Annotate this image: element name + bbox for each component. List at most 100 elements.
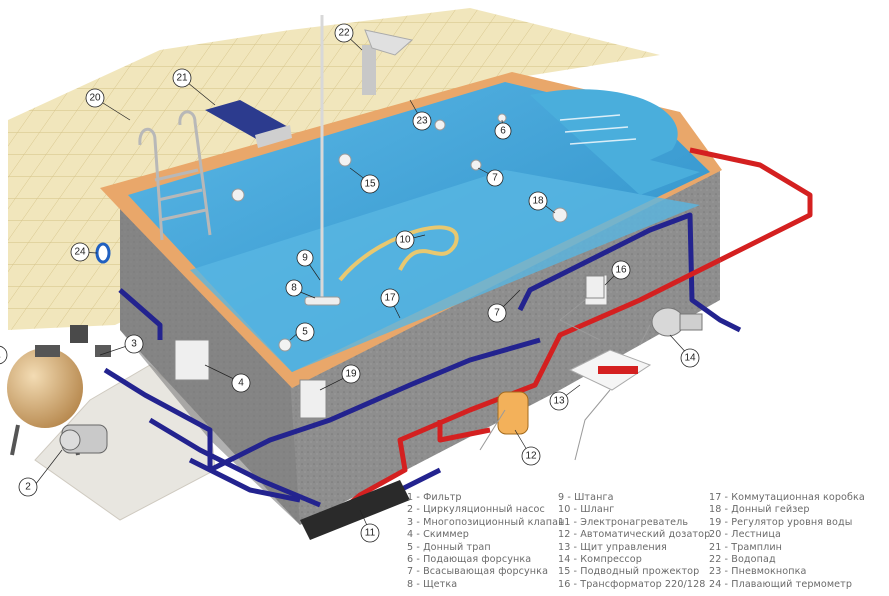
legend-column-2: 9 - Штанга 10 - Шланг 11 - Электронагрев… <box>558 492 710 591</box>
callout-11 <box>360 523 380 543</box>
floating-thermometer <box>95 242 111 264</box>
callout-label-4: 4 <box>238 378 244 389</box>
pool-rounded-end <box>530 89 700 195</box>
callout-21 <box>172 68 192 88</box>
tiled-deck <box>8 8 660 330</box>
legend-item: 8 - Щетка <box>407 578 458 590</box>
legend-item: 14 - Компрессор <box>558 554 642 566</box>
pool-floor-shallow <box>190 170 700 372</box>
electric-heater <box>300 480 410 540</box>
legend-column-3: 17 - Коммутационная коробка 18 - Донный … <box>709 492 865 591</box>
legend-column-1: 1 - Фильтр 2 - Циркуляционный насос 3 - … <box>407 492 564 591</box>
callout-markers <box>0 23 700 543</box>
callout-22 <box>334 23 354 43</box>
callout-label-7a: 7 <box>492 173 498 184</box>
callout-label-13: 13 <box>553 396 565 407</box>
callout-label-3: 3 <box>131 339 137 350</box>
callout-16 <box>611 260 631 280</box>
callout-4 <box>231 373 251 393</box>
compressor <box>651 307 703 337</box>
legend-item: 3 - Многопозиционный клапан <box>407 516 565 528</box>
callout-label-10: 10 <box>399 235 411 246</box>
callout-15 <box>360 174 380 194</box>
legend-item: 15 - Подводный прожектор <box>558 566 700 578</box>
legend-item: 6 - Подающая форсунка <box>407 554 532 566</box>
callout-label-18: 18 <box>532 196 544 207</box>
legend-item: 1 - Фильтр <box>407 492 462 503</box>
callout-2 <box>18 477 38 497</box>
legend-item: 24 - Плавающий термометр <box>709 578 853 590</box>
legend-item: 18 - Донный гейзер <box>709 504 810 516</box>
legend-item: 2 - Циркуляционный насос <box>407 504 545 516</box>
legend-item: 19 - Регулятор уровня воды <box>709 516 853 528</box>
legend-item: 12 - Автоматический дозатор <box>558 529 711 541</box>
legend-item: 21 - Трамплин <box>709 541 783 553</box>
callout-7a <box>486 169 504 187</box>
legend-item: 13 - Щит управления <box>558 541 667 553</box>
control-wires <box>479 299 651 461</box>
legend-item: 22 - Водопад <box>709 554 776 566</box>
pool-steps <box>559 114 637 145</box>
callout-13 <box>549 391 569 411</box>
callout-label-7b: 7 <box>494 308 500 319</box>
legend-item: 9 - Штанга <box>558 492 614 503</box>
legend-item: 7 - Всасывающая форсунка <box>407 566 549 578</box>
diving-board <box>205 100 290 140</box>
callout-label-19: 19 <box>345 369 357 380</box>
callout-label-17: 17 <box>384 293 396 304</box>
callout-label-2: 2 <box>25 482 31 493</box>
callout-12 <box>521 446 541 466</box>
callout-label-22: 22 <box>338 28 350 39</box>
legend-item: 16 - Трансформатор 220/128 <box>558 578 706 590</box>
callout-5 <box>295 322 315 342</box>
legend-item: 11 - Электронагреватель <box>558 516 689 528</box>
callout-label-11: 11 <box>365 528 376 539</box>
legend-item: 20 - Лестница <box>709 529 781 541</box>
callout-7b <box>487 303 507 323</box>
underwater-lights <box>231 113 568 352</box>
ladder <box>138 110 212 241</box>
callout-label-14: 14 <box>684 353 696 364</box>
waterfall <box>362 29 414 95</box>
callout-label-6: 6 <box>500 126 506 137</box>
legend-item: 10 - Шланг <box>558 504 615 516</box>
circulation-pump <box>59 424 108 454</box>
callout-label-21: 21 <box>176 73 188 84</box>
callout-1 <box>0 345 8 365</box>
callout-labels: 1 2 3 4 5 6 7 7 8 9 10 11 12 13 14 15 16… <box>0 28 696 539</box>
vacuum-hose <box>338 225 459 282</box>
callout-17 <box>380 288 400 308</box>
red-pipes <box>328 147 813 522</box>
legend-item: 4 - Скиммер <box>407 529 469 541</box>
callout-9 <box>296 249 314 267</box>
legend-item: 23 - Пневмокнопка <box>709 566 807 578</box>
callout-3 <box>124 334 144 354</box>
legend-item: 5 - Донный трап <box>407 541 491 553</box>
callout-label-12: 12 <box>525 451 537 462</box>
callout-label-20: 20 <box>89 93 101 104</box>
callout-label-8: 8 <box>291 283 297 294</box>
callout-14 <box>680 348 700 368</box>
transformer <box>585 275 605 299</box>
legend-item: 17 - Коммутационная коробка <box>709 492 865 503</box>
callout-6 <box>494 122 512 140</box>
pool-shell-side <box>120 200 300 525</box>
diving-board-base <box>255 125 292 148</box>
callout-24 <box>70 242 90 262</box>
callout-label-9: 9 <box>302 253 308 264</box>
callout-label-15: 15 <box>364 179 376 190</box>
cleaning-brush <box>304 296 341 306</box>
callout-label-24: 24 <box>74 247 86 258</box>
callout-label-1: 1 <box>0 350 1 361</box>
blue-pipes <box>103 212 742 513</box>
callout-8 <box>285 279 303 297</box>
callout-20 <box>85 88 105 108</box>
multiport-valve <box>70 325 111 357</box>
callout-10 <box>395 230 415 250</box>
control-panel <box>568 349 652 391</box>
callout-18 <box>528 191 548 211</box>
callout-19 <box>341 364 361 384</box>
callout-label-5: 5 <box>302 327 308 338</box>
callout-label-23: 23 <box>416 116 428 127</box>
